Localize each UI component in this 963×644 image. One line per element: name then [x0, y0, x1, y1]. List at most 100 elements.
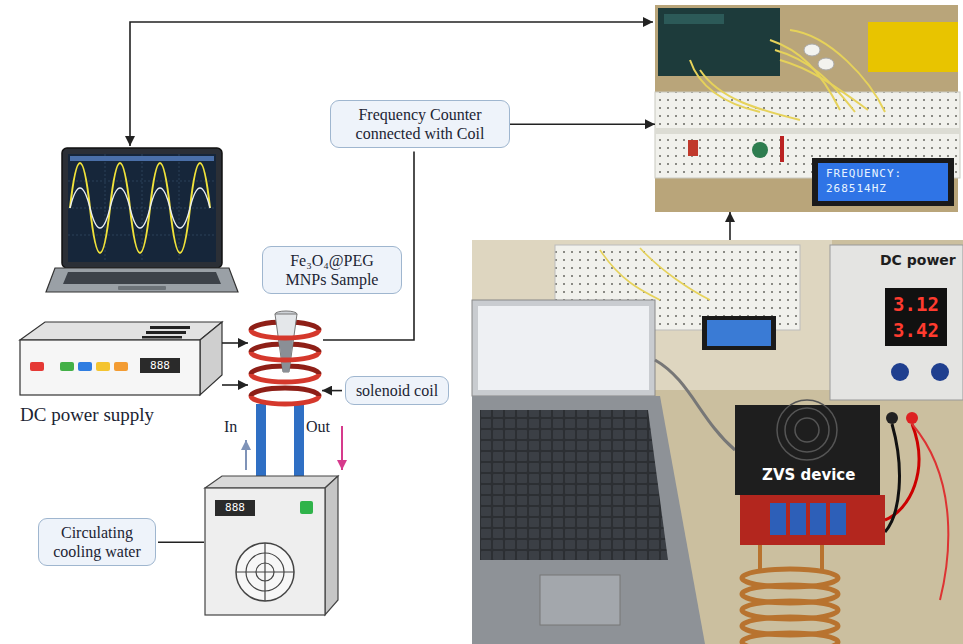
flow-label: Out: [306, 418, 330, 436]
display-digits: 888: [215, 500, 255, 515]
connector-arrow: [729, 212, 731, 240]
chiller-illustration: [264, 543, 265, 601]
box-text: Circulating cooling water: [45, 523, 149, 561]
bench-photo: [600, 248, 710, 300]
dc-power-supply-illustration: [20, 322, 222, 340]
box-text: Frequency Counter connected with Coil: [337, 105, 503, 143]
bench-photo: [640, 248, 710, 300]
laptop-illustration: [68, 154, 216, 262]
display-digits: 888: [140, 358, 180, 373]
chiller-illustration: [236, 543, 294, 601]
breadboard-photo: [790, 30, 885, 112]
device-label: DC power supply: [20, 404, 154, 426]
bench-photo: [472, 240, 963, 644]
dc-power-supply-illustration: [78, 362, 92, 371]
solenoid-coil-illustration: [275, 314, 297, 372]
dc-power-supply-illustration: [20, 340, 200, 395]
cooling-tube: [245, 440, 247, 470]
laptop-illustration: [70, 156, 214, 161]
dc-power-supply-illustration: [140, 358, 180, 373]
bench-photo: [472, 396, 705, 644]
bench-photo: [891, 363, 909, 381]
solenoid-coil-illustration: [251, 396, 319, 404]
bench-photo: [480, 410, 668, 560]
breadboard-photo: [700, 70, 800, 120]
bench-photo: [472, 240, 963, 644]
breadboard-photo-panel: FREQUENCY:268514HZ: [655, 5, 958, 212]
breadboard-photo: [658, 8, 780, 76]
breadboard-photo: [818, 163, 948, 201]
chiller-illustration: [215, 500, 255, 516]
callout-box: Circulating cooling water: [38, 518, 156, 566]
breadboard-photo: [664, 14, 724, 24]
bench-photo: [600, 250, 660, 300]
laptop-illustration: [70, 188, 210, 228]
display-digits: 3.12: [885, 292, 947, 316]
breadboard-photo: [775, 50, 855, 112]
bench-photo: [702, 316, 776, 350]
supply-wire: [222, 343, 248, 385]
bench-photo: [742, 633, 838, 644]
chiller-illustration: [325, 476, 338, 615]
breadboard-photo: [690, 60, 760, 112]
photo-text: ZVS device: [762, 466, 855, 484]
bench-photo: [735, 405, 880, 495]
dc-power-supply-illustration: [142, 336, 182, 339]
laptop-illustration: [118, 286, 166, 290]
connector-arrow: [510, 123, 655, 125]
laptop-illustration: [179, 154, 180, 262]
dc-power-supply-illustration: [60, 362, 74, 371]
dc-power-supply-illustration: [142, 326, 190, 339]
leader-line: [158, 541, 204, 543]
laptop-illustration: [68, 154, 216, 262]
breadboard-photo: [655, 5, 960, 212]
cooling-tube: [256, 404, 266, 480]
solenoid-coil-illustration: [251, 311, 319, 404]
bench-photo: [777, 400, 837, 460]
chiller-illustration: [205, 476, 338, 488]
box-text: Fe₃O₄@PEG MNPs Sample: [269, 251, 395, 289]
sample-box: Fe₃O₄@PEG MNPs Sample: [262, 246, 402, 294]
solenoid-coil-illustration: [251, 330, 319, 404]
breadboard-photo: [655, 128, 960, 134]
laptop-illustration: [62, 148, 222, 268]
bench-photo: [742, 569, 838, 644]
cooling-tube: [246, 404, 342, 480]
bench-photo: [790, 503, 806, 535]
breadboard-photo: [690, 30, 885, 120]
box-text: solenoid coil: [352, 381, 442, 400]
cooling-tube: [341, 426, 343, 470]
breadboard-photo: [818, 58, 834, 70]
photo-text: 268514HZ: [826, 182, 887, 196]
breadboard-photo: [780, 136, 784, 162]
bench-photo: [770, 503, 786, 535]
bench-photo: [795, 418, 819, 442]
supply-wire: [222, 384, 248, 386]
bench-photo: [655, 360, 735, 450]
bench-photo: [885, 288, 947, 346]
dc-power-supply-illustration: [146, 331, 186, 334]
dc-power-supply-illustration: [150, 326, 190, 329]
callout-box: solenoid coil: [345, 376, 449, 405]
chiller-illustration: [205, 488, 325, 615]
bench-photo: [931, 363, 949, 381]
laptop-illustration: [63, 272, 221, 284]
bench-photo: [886, 412, 898, 424]
bench-photo: [472, 300, 655, 396]
bench-photo: [830, 503, 846, 535]
dc-power-supply-illustration: [96, 362, 110, 371]
cooling-tube: [294, 404, 304, 480]
bench-photo: [912, 424, 948, 600]
dc-power-supply-illustration: [30, 362, 44, 371]
bench-photo: [478, 306, 649, 390]
usb-link-arrow: [130, 22, 653, 146]
solenoid-coil-illustration: [251, 352, 319, 360]
chiller-illustration: [205, 476, 338, 615]
laptop-illustration: [70, 163, 210, 253]
bench-photo: [707, 320, 771, 346]
solenoid-coil-illustration: [279, 340, 293, 372]
bench-photo: [740, 495, 885, 545]
solenoid-coil-illustration: [251, 330, 319, 338]
supply-wire: [222, 342, 248, 344]
